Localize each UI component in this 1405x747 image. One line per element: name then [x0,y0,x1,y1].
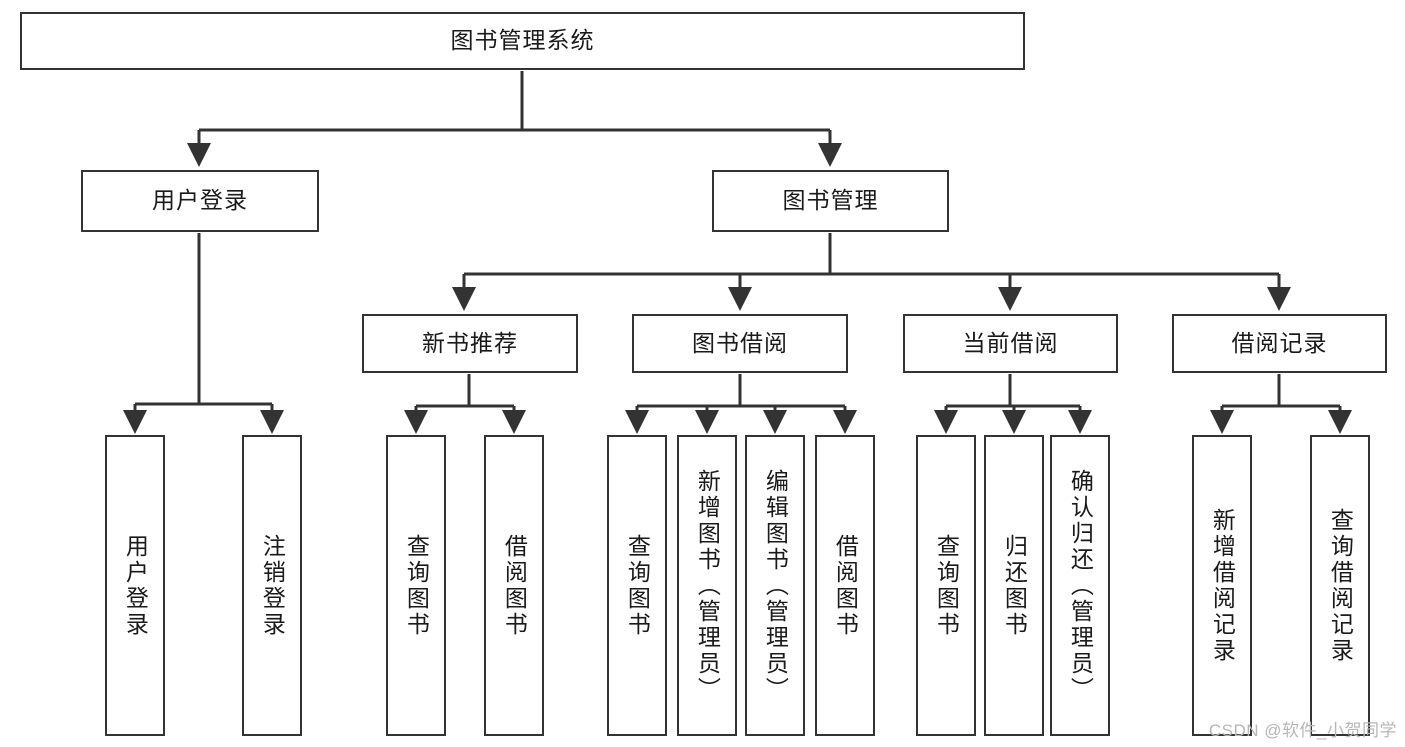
node-leaf-query-book-2[interactable]: 查询图书 [607,435,667,736]
node-leaf-user-login[interactable]: 用户登录 [105,435,165,736]
node-borrow-record-label: 借阅记录 [1231,329,1328,356]
node-leaf-query-record[interactable]: 查询借阅记录 [1310,435,1370,736]
node-leaf-add-book[interactable]: 新增图书（管理员） [677,435,737,736]
node-book-manage[interactable]: 图书管理 [712,170,949,232]
node-book-borrow[interactable]: 图书借阅 [632,314,848,373]
node-leaf-user-login-label: 用户登录 [122,533,149,638]
node-user-login-label: 用户登录 [152,187,248,214]
node-leaf-add-record[interactable]: 新增借阅记录 [1192,435,1252,736]
node-root[interactable]: 图书管理系统 [20,12,1025,70]
node-new-book-recommend-label: 新书推荐 [422,329,518,356]
node-leaf-query-book-3-label: 查询图书 [933,533,960,638]
node-user-login[interactable]: 用户登录 [81,170,319,232]
node-borrow-record[interactable]: 借阅记录 [1172,314,1387,373]
node-leaf-query-record-label: 查询借阅记录 [1327,507,1354,664]
node-book-manage-label: 图书管理 [782,187,879,214]
node-leaf-add-book-label: 新增图书（管理员） [694,468,721,703]
node-leaf-borrow-book-1-label: 借阅图书 [501,533,528,638]
watermark: CSDN @软件_小贺同学 [1208,721,1397,740]
node-leaf-return-book-label: 归还图书 [1001,533,1028,638]
node-leaf-borrow-book-1[interactable]: 借阅图书 [484,435,544,736]
node-leaf-query-book-3[interactable]: 查询图书 [916,435,976,736]
node-leaf-confirm-return-label: 确认归还（管理员） [1067,468,1094,703]
node-leaf-query-book-1-label: 查询图书 [403,533,430,638]
node-leaf-add-record-label: 新增借阅记录 [1209,507,1236,664]
node-leaf-user-logout[interactable]: 注销登录 [242,435,302,736]
node-current-borrow-label: 当前借阅 [962,329,1059,356]
node-leaf-query-book-1[interactable]: 查询图书 [386,435,446,736]
node-leaf-return-book[interactable]: 归还图书 [984,435,1044,736]
node-leaf-query-book-2-label: 查询图书 [624,533,651,638]
node-leaf-edit-book[interactable]: 编辑图书（管理员） [745,435,805,736]
node-leaf-user-logout-label: 注销登录 [259,533,286,638]
node-root-label: 图书管理系统 [450,27,595,54]
node-leaf-edit-book-label: 编辑图书（管理员） [762,468,789,703]
node-book-borrow-label: 图书借阅 [692,329,788,356]
node-current-borrow[interactable]: 当前借阅 [903,314,1118,373]
node-leaf-borrow-book-2[interactable]: 借阅图书 [815,435,875,736]
node-new-book-recommend[interactable]: 新书推荐 [362,314,578,373]
node-leaf-borrow-book-2-label: 借阅图书 [832,533,859,638]
node-leaf-confirm-return[interactable]: 确认归还（管理员） [1050,435,1110,736]
